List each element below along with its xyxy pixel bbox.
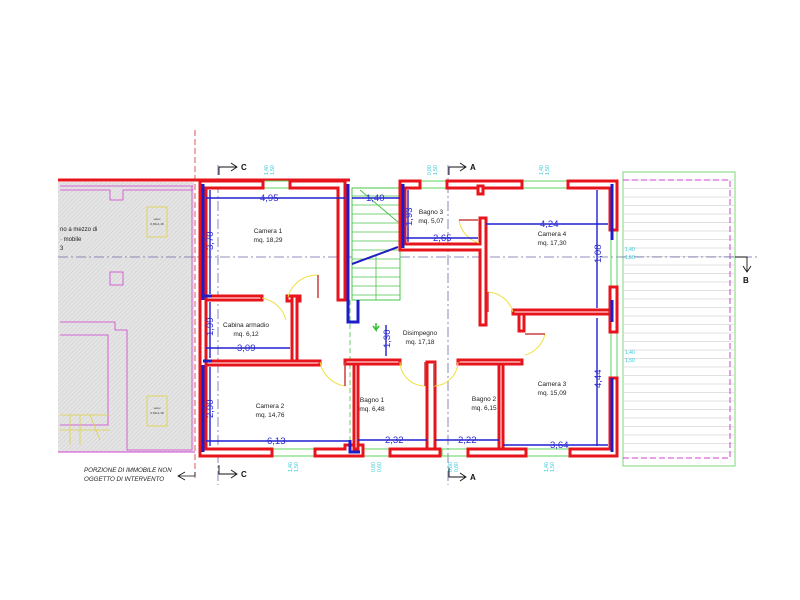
dim-label: 3,70 <box>205 232 216 251</box>
partial-text: no a mezzo di <box>60 227 97 233</box>
room-area: mq. 14,76 <box>256 412 285 419</box>
room-name: Bagno 2 <box>472 396 497 403</box>
dim-label: 4,44 <box>593 370 604 389</box>
excluded-note: OGGETTO DI INTERVENTO <box>84 476 164 483</box>
window-height: 1,50 <box>545 165 551 175</box>
window-height: 1,50 <box>270 165 276 175</box>
velux-size: 0,66x1,18 <box>150 411 164 415</box>
window-width: 0,80 <box>371 462 377 472</box>
section-label-c: C <box>241 163 247 172</box>
section-label-c: C <box>241 470 247 479</box>
window-height: 1,50 <box>294 462 300 472</box>
room-area: mq. 15,09 <box>538 390 567 397</box>
window-width: 0,80 <box>427 165 433 175</box>
partial-text: 3 <box>60 246 64 252</box>
room-area: mq. 6,12 <box>233 331 259 338</box>
window-height: 1,50 <box>625 358 635 364</box>
window-width: 1,40 <box>264 165 270 175</box>
room-area: mq. 17,18 <box>406 339 435 346</box>
window-height: 1,50 <box>550 462 556 472</box>
partial-text: · mobile <box>60 237 82 243</box>
dim-label: 1,30 <box>382 330 393 349</box>
room-area: mq. 6,48 <box>359 406 385 413</box>
window-height: 1,50 <box>625 255 635 261</box>
velux-label: velux <box>153 217 161 221</box>
walls <box>198 179 619 458</box>
room-name: Camera 2 <box>256 403 285 410</box>
section-label-a: A <box>470 163 476 172</box>
room-name: Cabina armadio <box>223 322 269 329</box>
window-height: 0,60 <box>377 462 383 472</box>
terrace <box>622 171 736 467</box>
room-name: Camera 3 <box>538 381 567 388</box>
room-labels: Camera 1 mq. 18,29 Cabina armadio mq. 6,… <box>223 209 567 419</box>
dim-label: 3,09 <box>237 343 256 354</box>
window-width: 1,40 <box>544 462 550 472</box>
section-markers <box>218 162 752 482</box>
dim-label: 4,95 <box>260 193 279 204</box>
room-name: Camera 1 <box>254 228 283 235</box>
window-width: 1,40 <box>625 247 635 253</box>
window-width: 1,40 <box>288 462 294 472</box>
staircase <box>351 187 401 333</box>
room-area: mq. 18,29 <box>254 237 283 244</box>
dim-label: 1,93 <box>404 208 415 227</box>
window-height: 1,50 <box>433 165 439 175</box>
dim-label: 3,64 <box>550 440 569 451</box>
velux-size: 0,66x1,18 <box>150 222 164 226</box>
dim-label: 2,22 <box>458 435 477 446</box>
section-label-a: A <box>470 473 476 482</box>
room-name: Camera 4 <box>538 231 567 238</box>
window-width: 0,80 <box>448 462 454 472</box>
blue-walls <box>201 184 614 454</box>
section-label-b: B <box>743 276 749 285</box>
dim-label: 2,90 <box>205 400 216 419</box>
dimension-lines <box>206 190 608 446</box>
window-height: 0,80 <box>454 462 460 472</box>
room-area: mq. 5,07 <box>418 218 444 225</box>
dim-label: 6,13 <box>267 436 286 447</box>
dim-label: 2,65 <box>433 233 452 244</box>
dim-label: 1,99 <box>205 318 216 337</box>
doors <box>261 219 546 387</box>
room-name: Bagno 3 <box>419 209 444 216</box>
window-width: 1,40 <box>625 350 635 356</box>
room-name: Bagno 1 <box>360 397 385 404</box>
dim-label: 1,08 <box>593 245 604 264</box>
dim-label: 4,24 <box>540 219 559 230</box>
room-area: mq. 17,30 <box>538 240 567 247</box>
velux-label: velux <box>153 406 161 410</box>
window-width: 1,40 <box>539 165 545 175</box>
room-area: mq. 6,15 <box>471 405 497 412</box>
excluded-note: PORZIONE DI IMMOBILE NON <box>84 467 172 474</box>
dimension-labels: 4,95 1,40 3,70 1,93 2,65 4,24 1,08 1,99 … <box>205 193 604 451</box>
dim-label: 2,32 <box>385 435 404 446</box>
room-name: Disimpegno <box>403 330 438 337</box>
dim-label: 1,40 <box>366 193 385 204</box>
